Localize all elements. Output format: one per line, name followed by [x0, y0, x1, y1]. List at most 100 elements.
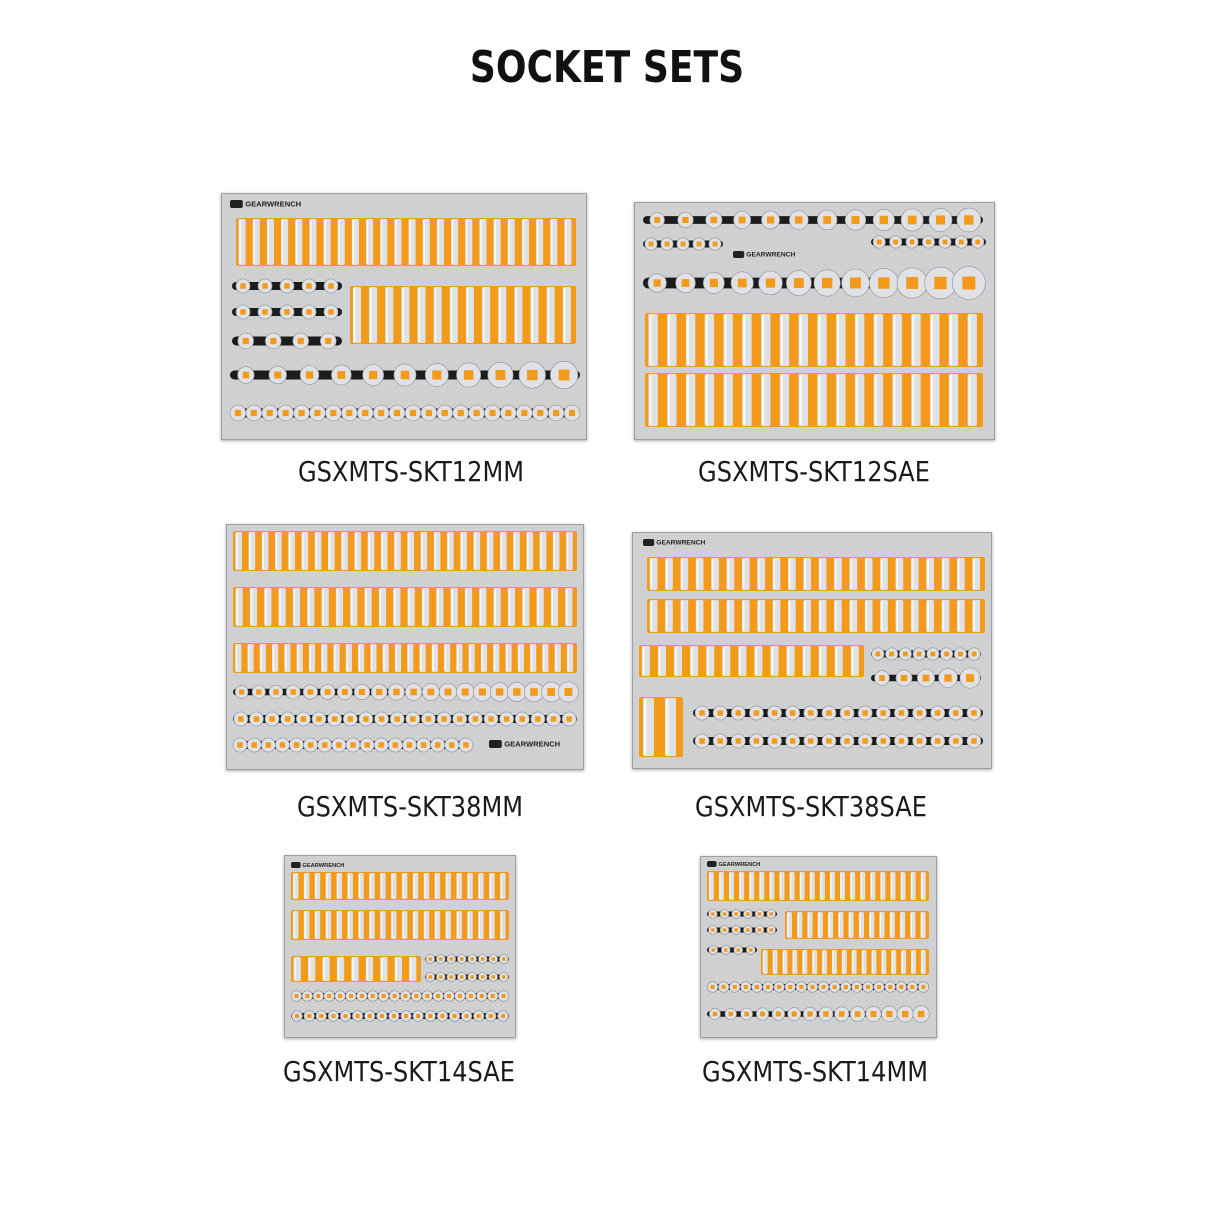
- socket-cutout: [785, 911, 929, 939]
- drive-hole: [550, 716, 557, 722]
- socket-highlight: [409, 958, 412, 980]
- drive-hole: [934, 710, 941, 716]
- socket-highlight: [434, 288, 437, 342]
- socket-highlight: [304, 874, 306, 898]
- drive-hole: [346, 409, 353, 417]
- socket-highlight: [642, 647, 645, 675]
- socket-highlight: [880, 873, 882, 899]
- drive-hole: [307, 742, 314, 748]
- socket-highlight: [413, 874, 415, 898]
- drive-hole: [699, 738, 705, 744]
- socket-highlight: [444, 645, 447, 671]
- drive-hole: [265, 742, 272, 748]
- socket-highlight: [836, 375, 840, 425]
- drive-hole: [944, 651, 950, 657]
- socket-highlight: [324, 220, 326, 264]
- drive-hole: [502, 975, 506, 979]
- drive-hole: [463, 370, 474, 380]
- socket-highlight: [727, 559, 730, 589]
- drive-hole: [944, 674, 952, 682]
- socket-highlight: [643, 699, 647, 755]
- drive-hole: [250, 409, 257, 417]
- drive-hole: [490, 993, 495, 999]
- socket-highlight: [474, 533, 476, 569]
- socket-highlight: [537, 589, 539, 625]
- brand-logo: [707, 861, 717, 867]
- drive-hole: [489, 409, 496, 417]
- drive-hole: [710, 984, 715, 990]
- socket-highlight: [500, 912, 502, 938]
- drive-hole: [893, 239, 899, 245]
- socket-highlight: [293, 874, 295, 898]
- drive-hole: [425, 409, 432, 417]
- socket-highlight: [957, 559, 960, 589]
- socket-highlight: [780, 375, 783, 425]
- drive-hole: [363, 716, 369, 722]
- drive-hole: [862, 710, 868, 716]
- drive-hole: [392, 742, 399, 748]
- socket-highlight: [366, 220, 369, 264]
- socket-highlight: [968, 315, 971, 365]
- socket-highlight: [346, 645, 348, 671]
- tray-illustration: GEARWRENCH: [285, 856, 515, 1037]
- drive-hole: [336, 742, 342, 748]
- drive-hole: [902, 1010, 909, 1018]
- drive-hole: [757, 912, 762, 916]
- tray-skt14sae: GEARWRENCH: [284, 855, 516, 1038]
- socket-highlight: [315, 874, 317, 898]
- drive-hole: [460, 975, 464, 979]
- socket-highlight: [705, 375, 708, 425]
- socket-highlight: [890, 873, 893, 899]
- drive-hole: [488, 716, 494, 722]
- socket-highlight: [850, 873, 852, 899]
- drive-hole: [481, 957, 485, 961]
- socket-highlight: [690, 647, 693, 675]
- socket-highlight: [870, 873, 872, 899]
- tray-caption: GSXMTS-SKT12SAE: [698, 455, 930, 488]
- drive-hole: [457, 993, 462, 999]
- socket-highlight: [761, 315, 765, 365]
- drive-hole: [369, 370, 378, 380]
- socket-highlight: [309, 645, 311, 671]
- drive-hole: [476, 1013, 481, 1019]
- socket-highlight: [250, 589, 253, 625]
- socket-highlight: [761, 375, 765, 425]
- drive-hole: [821, 984, 826, 990]
- drive-hole: [393, 688, 400, 696]
- drive-hole: [916, 738, 923, 744]
- socket-highlight: [828, 913, 830, 937]
- drive-hole: [710, 216, 718, 224]
- socket-highlight: [526, 533, 529, 569]
- tray-caption: GSXMTS-SKT38SAE: [695, 790, 927, 823]
- drive-hole: [338, 993, 343, 999]
- socket-highlight: [435, 874, 437, 898]
- socket-highlight: [840, 873, 842, 899]
- socket-highlight: [674, 647, 677, 675]
- socket-highlight: [381, 533, 384, 569]
- drive-hole: [712, 1011, 718, 1017]
- socket-highlight: [536, 220, 539, 264]
- tray-illustration: GEARWRENCH: [227, 525, 583, 769]
- socket-highlight: [380, 912, 382, 938]
- drive-hole: [253, 716, 260, 722]
- brand-logo: [643, 539, 655, 546]
- drive-hole: [922, 674, 930, 682]
- drive-hole: [307, 1013, 312, 1019]
- socket-highlight: [370, 645, 373, 671]
- drive-hole: [889, 651, 895, 657]
- socket-highlight: [649, 315, 652, 365]
- socket-highlight: [550, 220, 553, 264]
- socket-highlight: [369, 912, 372, 938]
- drive-hole: [766, 984, 771, 990]
- drive-hole: [769, 912, 773, 916]
- socket-highlight: [842, 951, 844, 973]
- drive-hole: [732, 984, 737, 990]
- drive-hole: [799, 984, 804, 990]
- socket-highlight: [531, 288, 534, 342]
- drive-hole: [410, 688, 417, 696]
- socket-highlight: [383, 645, 385, 671]
- socket-highlight: [456, 874, 459, 898]
- socket-highlight: [553, 533, 556, 569]
- socket-highlight: [514, 288, 517, 342]
- drive-hole: [711, 912, 715, 916]
